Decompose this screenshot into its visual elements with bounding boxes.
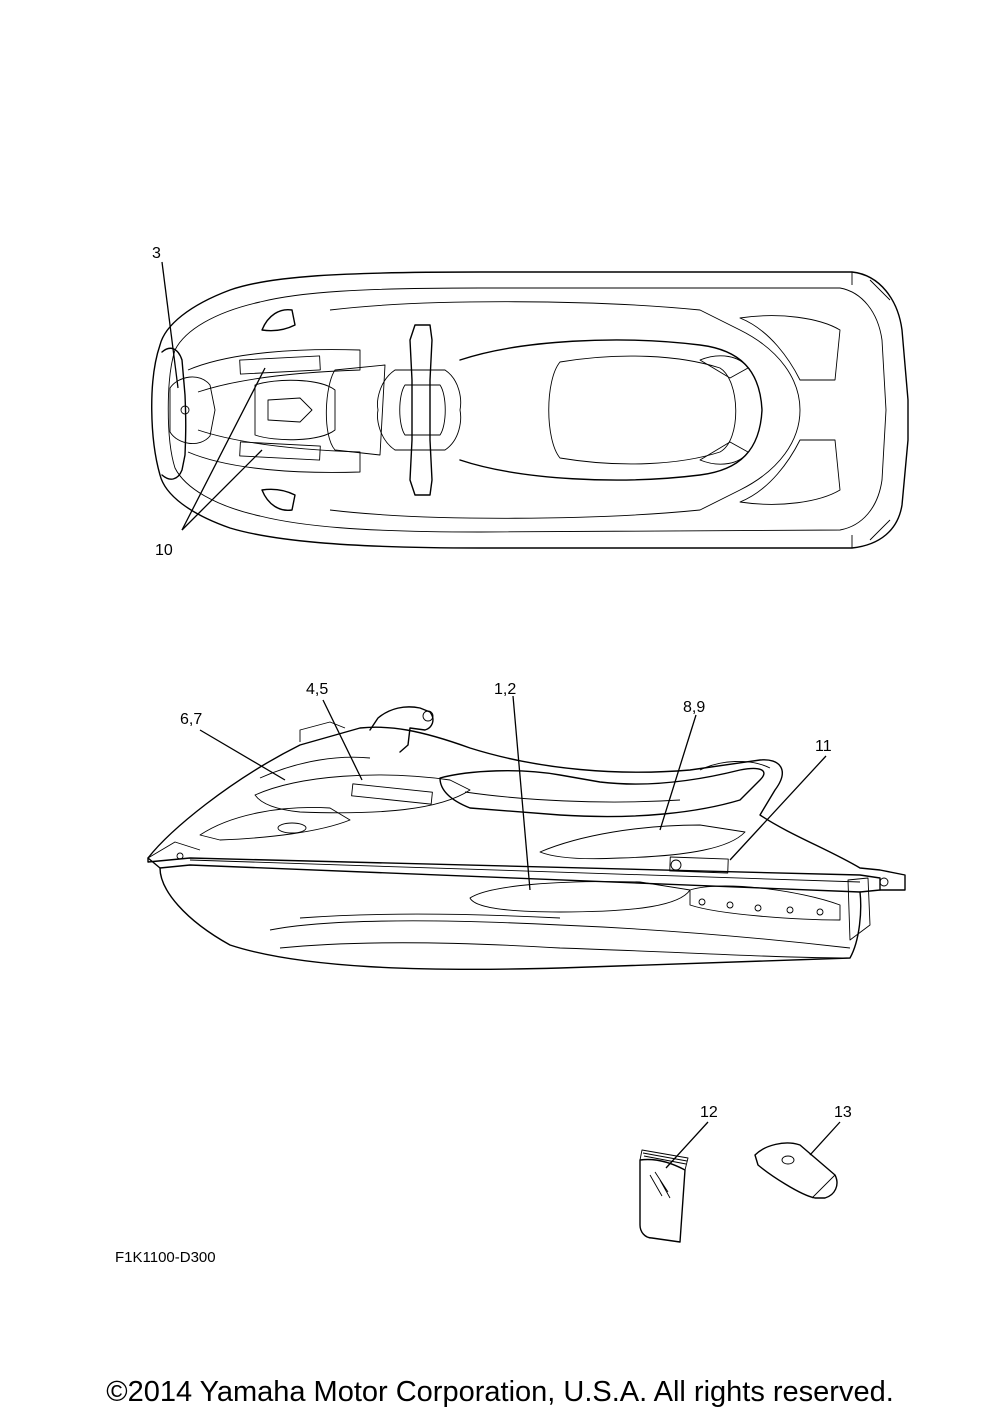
side-view-watercraft [147,706,906,971]
top-view-watercraft [151,271,909,549]
copyright-notice: ©2014 Yamaha Motor Corporation, U.S.A. A… [106,1376,894,1408]
callout-11: 11 [815,738,832,755]
callout-3: 3 [152,245,161,262]
callout-4-5: 4,5 [306,681,328,698]
callout-8-9: 8,9 [683,699,705,716]
diagram-code: F1K1100-D300 [115,1249,216,1266]
callout-1-2: 1,2 [494,681,516,698]
callout-6-7: 6,7 [180,711,202,728]
callout-12: 12 [700,1104,718,1121]
side-view-leaders [199,695,827,891]
part-12-card [639,1121,709,1243]
part-13-cover [754,1121,841,1199]
top-view-leaders [161,261,266,531]
callout-10: 10 [155,542,173,559]
callout-13: 13 [834,1104,852,1121]
